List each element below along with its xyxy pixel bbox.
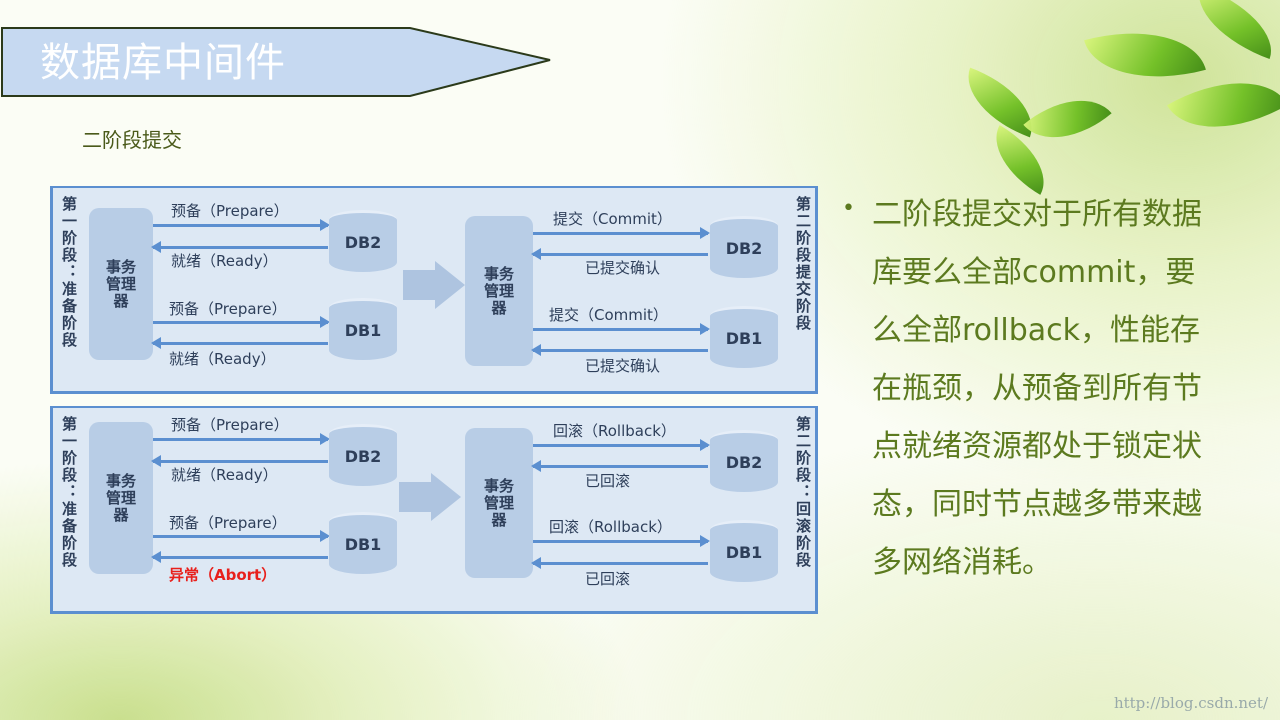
db2-cylinder: DB2 — [710, 216, 778, 278]
rollback-label: 回滚（Rollback） — [553, 422, 676, 440]
commit-diagram: 第一阶段：准备阶段 事务管理器 预备（Prepare） 就绪（Ready） 预备… — [50, 186, 818, 394]
db1-cylinder: DB1 — [710, 306, 778, 368]
transaction-manager: 事务管理器 — [465, 428, 533, 578]
arrow-left — [151, 455, 328, 467]
arrow-right — [533, 535, 710, 547]
arrow-right — [533, 227, 710, 239]
arrow-right — [153, 316, 330, 328]
phase-arrow-icon — [431, 473, 461, 521]
manager-label: 事务管理器 — [483, 264, 514, 317]
arrow-left — [531, 460, 708, 472]
transaction-manager: 事务管理器 — [465, 216, 533, 366]
phase-arrow-icon — [435, 261, 465, 309]
arrow-left — [151, 337, 328, 349]
arrow-left — [531, 344, 708, 356]
db2-cylinder: DB2 — [329, 210, 397, 272]
title-banner — [1, 27, 551, 97]
prepare-label: 预备（Prepare） — [169, 514, 287, 532]
bullet-text: 二阶段提交对于所有数据库要么全部commit，要么全部rollback，性能存在… — [872, 197, 1202, 580]
abort-label: 异常（Abort） — [169, 566, 277, 584]
phase-arrow-stem — [403, 270, 435, 300]
manager-label: 事务管理器 — [105, 471, 136, 524]
ack-label: 已提交确认 — [585, 357, 661, 375]
leaf-decoration — [1023, 76, 1112, 162]
arrow-right — [153, 433, 330, 445]
leaf-decoration — [1185, 0, 1280, 60]
phase-arrow-stem — [399, 482, 431, 512]
db2-cylinder: DB2 — [329, 424, 397, 486]
arrow-left — [531, 557, 708, 569]
manager-label: 事务管理器 — [105, 257, 136, 310]
rollback-diagram: 第一阶段：准备阶段 事务管理器 预备（Prepare） 就绪（Ready） 预备… — [50, 406, 818, 614]
commit-label: 提交（Commit） — [549, 306, 668, 324]
ready-label: 就绪（Ready） — [171, 466, 278, 484]
prepare-label: 预备（Prepare） — [169, 300, 287, 318]
ack-label: 已提交确认 — [585, 259, 661, 277]
prepare-label: 预备（Prepare） — [171, 202, 289, 220]
manager-label: 事务管理器 — [483, 476, 514, 529]
phase-one-label: 第一阶段：准备阶段 — [60, 196, 78, 349]
transaction-manager: 事务管理器 — [89, 422, 153, 574]
leaf-decoration — [1084, 11, 1206, 99]
transaction-manager: 事务管理器 — [89, 208, 153, 360]
phase-one-label: 第一阶段：准备阶段 — [60, 416, 78, 569]
slide-title: 数据库中间件 — [40, 40, 286, 86]
phase-two-label: 第二阶段提交阶段 — [794, 196, 812, 332]
ready-label: 就绪（Ready） — [169, 350, 276, 368]
watermark: http://blog.csdn.net/ — [1113, 694, 1268, 712]
phase-two-label: 第二阶段：回滚阶段 — [794, 416, 812, 569]
rolled-back-label: 已回滚 — [585, 570, 631, 588]
arrow-right — [153, 219, 330, 231]
arrow-left — [151, 551, 328, 563]
arrow-right — [533, 323, 710, 335]
rolled-back-label: 已回滚 — [585, 472, 631, 490]
db1-cylinder: DB1 — [329, 512, 397, 574]
ready-label: 就绪（Ready） — [171, 252, 278, 270]
db1-cylinder: DB1 — [329, 298, 397, 360]
slide-subtitle: 二阶段提交 — [82, 128, 182, 152]
db2-cylinder: DB2 — [710, 430, 778, 492]
commit-label: 提交（Commit） — [553, 210, 672, 228]
rollback-label: 回滚（Rollback） — [549, 518, 672, 536]
arrow-right — [153, 530, 330, 542]
prepare-label: 预备（Prepare） — [171, 416, 289, 434]
arrow-right — [533, 439, 710, 451]
db1-cylinder: DB1 — [710, 520, 778, 582]
bullet-icon: • — [842, 196, 855, 221]
arrow-left — [531, 248, 708, 260]
arrow-left — [151, 241, 328, 253]
